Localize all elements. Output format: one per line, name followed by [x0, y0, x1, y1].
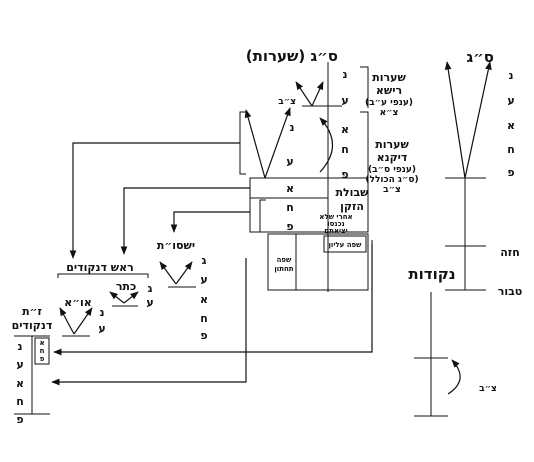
arrow-to-rosh: [69, 142, 240, 259]
tabur-label: טבור: [498, 285, 523, 298]
yesoot-letter-3: א: [200, 293, 208, 306]
shibolet-line1: שבולת: [336, 186, 370, 199]
ao-letter-1: נ: [100, 306, 105, 319]
dikna-text-line5: צ״ב: [383, 185, 401, 195]
zat-box-3: פ: [40, 355, 45, 363]
ao-label: או״א: [64, 296, 92, 309]
arrow-to-keter: [120, 187, 250, 255]
nekudot-tsb-label: צ״ב: [479, 384, 497, 394]
dikna-letter-ayin: ע: [286, 155, 293, 168]
curved-arrow-center: [319, 117, 333, 173]
ao-v-right: [73, 307, 93, 335]
keter-letter-2: ע: [146, 296, 153, 309]
rosh-bracket: [57, 273, 149, 278]
yesoot-letter-2: ע: [200, 273, 207, 286]
dikna-letter-gimel: נ: [290, 121, 295, 134]
zat-label-2: דנקודים: [12, 319, 53, 332]
dikna-v-left: [244, 109, 266, 179]
heading-sag-hair: ס״ג (שערות): [246, 47, 338, 65]
zat-letter-5: פ: [16, 413, 23, 426]
ao-v-left: [59, 307, 75, 335]
rosh-label: ראש דנקודים: [66, 261, 134, 274]
keter-label: כתר: [116, 280, 136, 293]
bracket-reisha-right: [360, 66, 369, 108]
keter-letter-1: ג: [148, 282, 153, 295]
keter-v-right: [123, 291, 139, 304]
bracket-dikna-right: [360, 111, 369, 232]
zat-label-1: ז״ת: [22, 305, 42, 318]
sapa-elyon-label: שפה עליון: [329, 241, 363, 249]
zat-inner-box: [34, 337, 50, 365]
reisha-line3: (ענפי ע״ב): [365, 98, 413, 108]
bracket-lower: [259, 199, 266, 233]
center-letter-het: ח: [341, 143, 349, 156]
zat-box-1: א: [39, 339, 44, 347]
chaze-label: חזה: [500, 246, 520, 259]
zat-box-2: ח: [40, 347, 45, 355]
lower-letter-alef: א: [286, 182, 294, 195]
shibolet-note-2: נכנסו: [327, 220, 344, 228]
zat-letter-4: ח: [16, 395, 24, 408]
bracket-dikna-left: [239, 111, 246, 175]
reisha-line4: צ״א: [380, 108, 399, 118]
tsb-label-center: צ״ב: [278, 97, 296, 107]
yesoot-label: ישסו״ת: [157, 239, 195, 252]
keter-v-left: [109, 291, 125, 304]
shibolet-note-3: יציאתם: [324, 227, 347, 235]
center-letter-pe: פ: [341, 168, 348, 181]
shibolet-line2: הזקן: [340, 200, 364, 213]
nekudot-label: נקודות: [408, 265, 455, 283]
yesoot-letter-5: פ: [200, 329, 207, 342]
center-letter-nun: נ: [343, 68, 348, 81]
right-letter-4: ח: [507, 143, 515, 156]
top-v-right: [311, 81, 324, 107]
arrow-to-yesoot: [170, 211, 250, 233]
dikna-text-line2: דיקנא: [377, 151, 408, 164]
arrow-to-zat-box: [53, 244, 373, 356]
right-v-right: [464, 61, 492, 179]
box-sapa: [267, 233, 369, 291]
dikna-text-line4: (ס״ג הכולל): [365, 175, 418, 185]
right-letter-5: פ: [507, 166, 514, 179]
right-v-left: [444, 61, 466, 179]
yesoot-v-right: [175, 261, 193, 285]
yesoot-letter-1: ג: [202, 254, 207, 267]
shibolet-note-1: אחרי שלא: [319, 213, 352, 221]
reisha-line1: שערות: [372, 71, 406, 84]
dikna-text-line3: (ענפי ס״ב): [368, 165, 416, 175]
sapa-tahton-1: שפה: [277, 256, 292, 264]
reisha-line2: רישא: [376, 84, 402, 97]
top-v-left: [295, 81, 313, 107]
right-letter-1: נ: [509, 69, 514, 82]
center-letter-ayin: ע: [341, 94, 348, 107]
yesoot-letter-4: ח: [200, 312, 208, 325]
zat-letter-3: א: [16, 377, 24, 390]
zat-letter-2: ע: [16, 358, 23, 371]
yesoot-v-left: [159, 261, 177, 285]
box-sapa-elyon: [323, 235, 367, 253]
right-letter-2: ע: [507, 94, 514, 107]
dikna-v-right: [264, 107, 291, 179]
arrow-to-zat-lower: [51, 258, 247, 386]
ao-letter-2: ע: [98, 322, 105, 335]
nekudot-curved-arrow: [447, 359, 461, 395]
center-letter-alef: א: [341, 123, 349, 136]
lower-letter-het: ח: [286, 201, 294, 214]
dikna-text-line1: שערות: [375, 138, 409, 151]
zat-letter-1: נ: [18, 340, 23, 353]
right-letter-3: א: [507, 119, 515, 132]
lower-letter-pe: פ: [286, 220, 293, 233]
sapa-tahton-2: תחתון: [274, 265, 293, 273]
